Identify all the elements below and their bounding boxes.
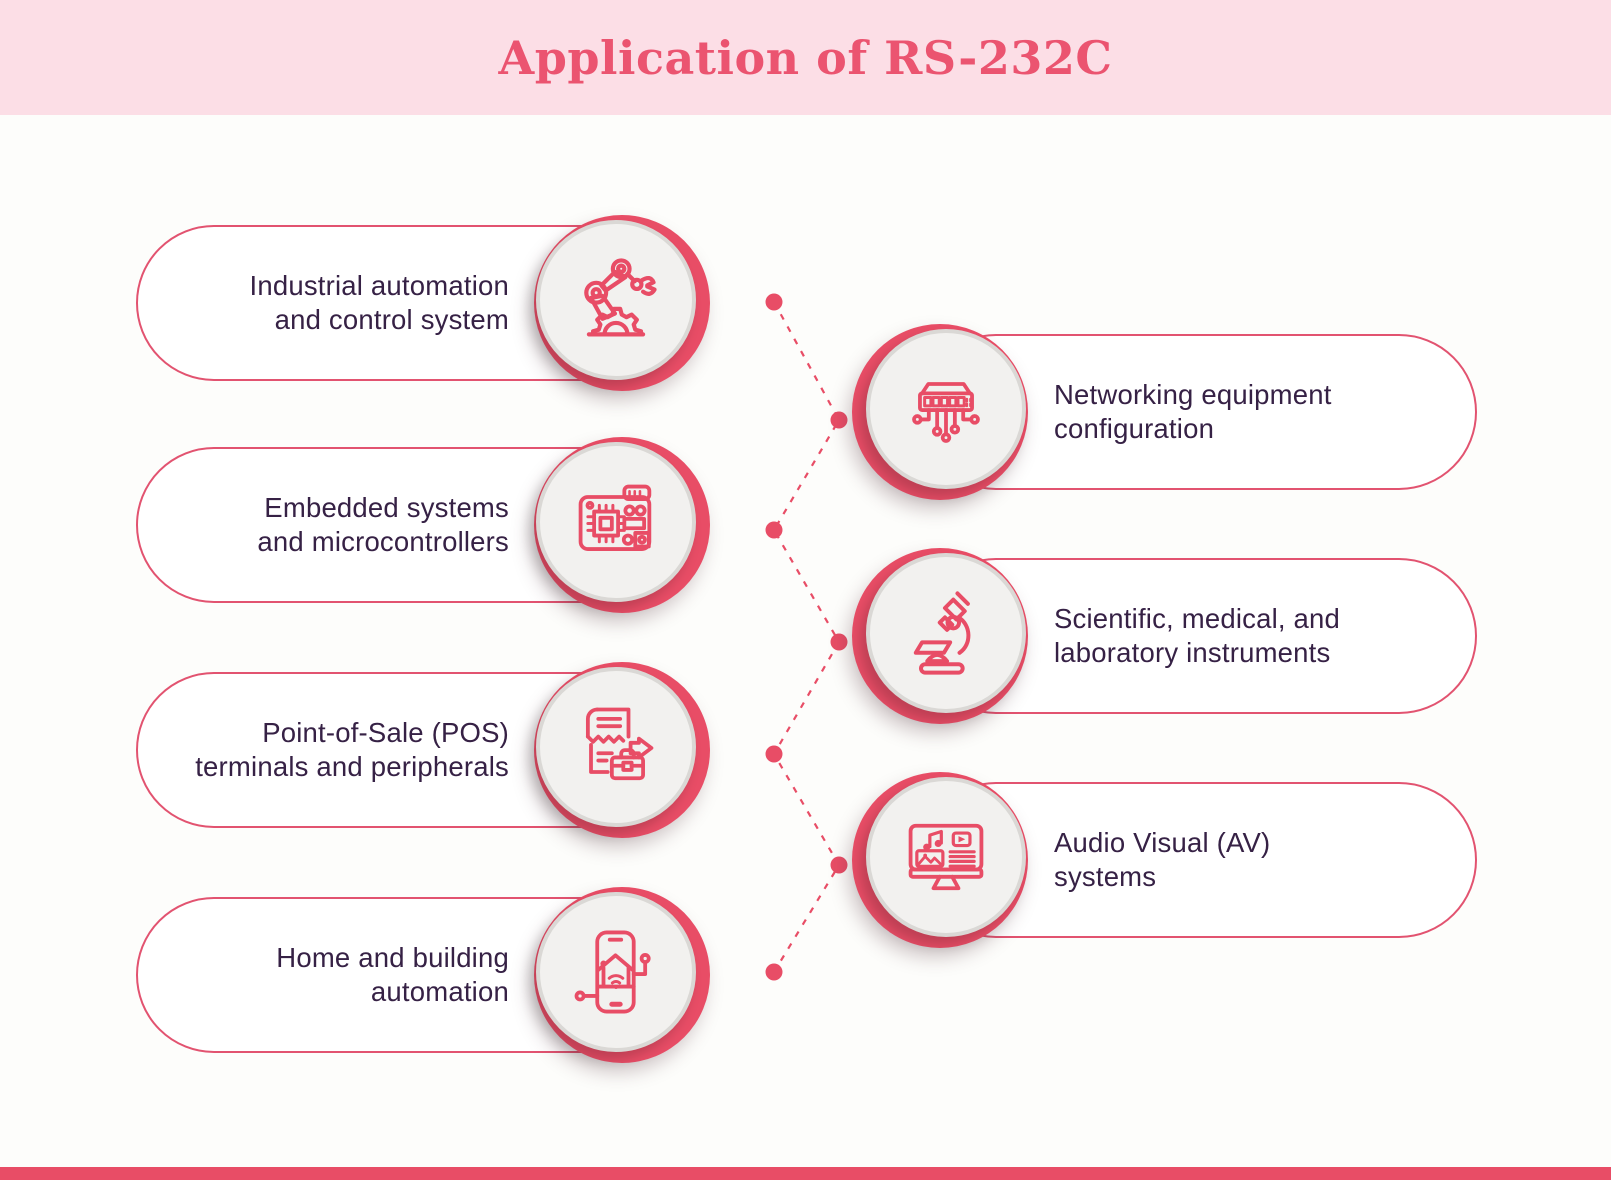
item-label: Embedded systems and microcontrollers (257, 492, 509, 557)
item-label: Industrial automation and control system (249, 270, 509, 335)
item-label: Scientific, medical, and laboratory inst… (1054, 603, 1341, 668)
smart-home-phone-icon (566, 922, 666, 1022)
badge-face (536, 892, 696, 1052)
badge-face (536, 442, 696, 602)
item-badge-industrial-automation (534, 215, 710, 391)
item-badge-av-systems (852, 772, 1028, 948)
badge-face (866, 553, 1026, 713)
microscope-icon (896, 583, 996, 683)
page-title: Application of RS-232C (498, 30, 1113, 85)
robot-arm-icon (566, 250, 666, 350)
circuit-board-icon (566, 472, 666, 572)
network-switch-icon (896, 359, 996, 459)
item-badge-embedded-systems (534, 437, 710, 613)
badge-face (536, 220, 696, 380)
pos-receipt-icon (566, 697, 666, 797)
item-badge-scientific-instruments (852, 548, 1028, 724)
badge-face (536, 667, 696, 827)
item-label: Point-of-Sale (POS) terminals and periph… (195, 717, 509, 782)
item-badge-home-automation (534, 887, 710, 1063)
footer-accent-bar (0, 1167, 1611, 1180)
item-label: Audio Visual (AV) systems (1054, 827, 1271, 892)
av-monitor-icon (896, 807, 996, 907)
header-band: Application of RS-232C (0, 0, 1611, 115)
item-label: Home and building automation (276, 942, 509, 1007)
badge-face (866, 329, 1026, 489)
item-badge-networking (852, 324, 1028, 500)
item-label: Networking equipment configuration (1054, 379, 1332, 444)
item-badge-pos-terminals (534, 662, 710, 838)
badge-face (866, 777, 1026, 937)
